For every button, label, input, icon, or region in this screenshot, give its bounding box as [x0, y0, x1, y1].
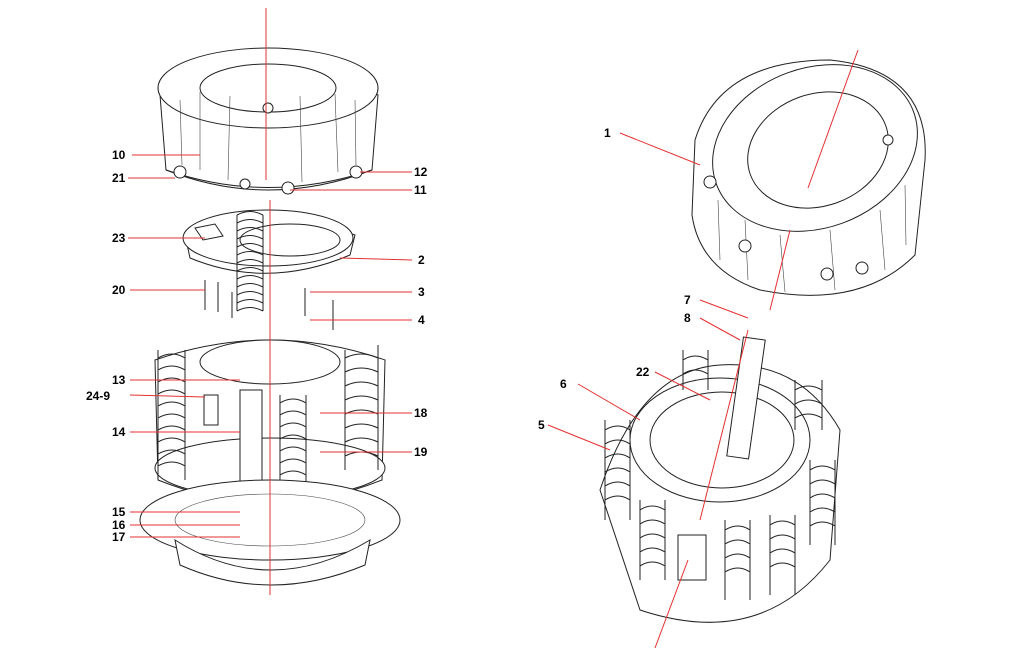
flange-plate [182, 209, 356, 274]
central-spring [236, 211, 264, 312]
label-1: 1 [604, 126, 611, 140]
label-17: 17 [112, 530, 126, 544]
label-10: 10 [112, 148, 126, 162]
label-7: 7 [684, 293, 691, 307]
left-assembly [139, 8, 401, 595]
label-19: 19 [414, 445, 428, 459]
label-15: 15 [112, 505, 126, 519]
label-24-9: 24-9 [86, 389, 110, 403]
side-springs [157, 345, 379, 500]
label-4: 4 [418, 313, 425, 327]
label-16: 16 [112, 518, 126, 532]
label-6: 6 [560, 377, 567, 391]
bolts-row [204, 280, 334, 330]
label-21: 21 [112, 171, 126, 185]
right-springs [604, 350, 836, 600]
label-13: 13 [112, 373, 126, 387]
right-top-ring [691, 59, 926, 296]
label-22: 22 [636, 365, 650, 379]
label-11: 11 [414, 183, 427, 197]
top-housing-ring [157, 47, 379, 195]
label-18: 18 [414, 406, 428, 420]
leader-lines [128, 132, 749, 538]
label-23: 23 [112, 231, 126, 245]
label-2: 2 [418, 253, 425, 267]
label-12: 12 [414, 165, 428, 179]
label-14: 14 [112, 425, 126, 439]
label-8: 8 [684, 311, 691, 325]
label-20: 20 [112, 283, 126, 297]
label-3: 3 [418, 285, 425, 299]
right-assembly [599, 49, 926, 649]
part-labels: 10 21 12 11 23 2 20 3 4 13 24-9 14 18 19… [86, 126, 691, 544]
label-5: 5 [538, 418, 545, 432]
right-lower-body [599, 336, 841, 623]
